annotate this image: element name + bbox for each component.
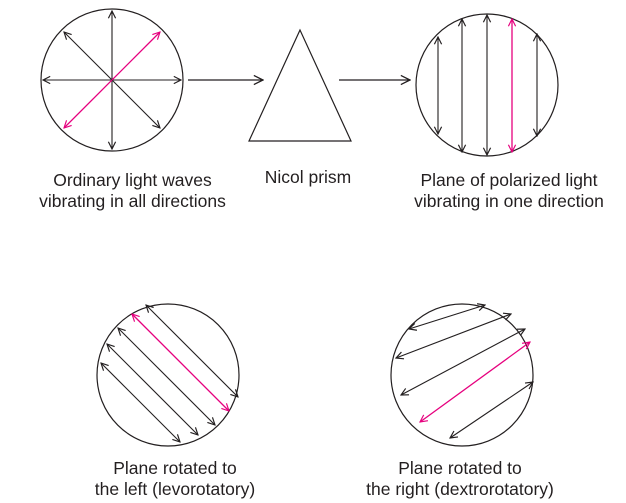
levorotatory-caption-line2: the left (levorotatory) xyxy=(70,479,280,500)
levo-line-highlighted xyxy=(132,314,229,411)
ordinary-light-caption: Ordinary light waves vibrating in all di… xyxy=(25,170,240,212)
nicol-prism-caption-line1: Nicol prism xyxy=(238,167,378,188)
ordinary-light-caption-line2: vibrating in all directions xyxy=(25,191,240,212)
polarized-light-caption-line2: vibrating in one direction xyxy=(392,191,626,212)
ordinary-light-circle xyxy=(41,9,183,151)
ordinary-light-caption-line1: Ordinary light waves xyxy=(25,170,240,191)
levorotatory-circle xyxy=(97,304,239,446)
dextro-line-highlighted xyxy=(420,342,530,422)
dextrorotatory-boundary xyxy=(391,304,533,446)
dextro-line-2 xyxy=(396,314,511,358)
levo-line-4 xyxy=(107,344,198,435)
polarized-light-circle xyxy=(416,14,558,156)
levo-line-1 xyxy=(146,305,238,397)
nicol-prism-triangle xyxy=(249,30,351,141)
polarized-light-caption-line1: Plane of polarized light xyxy=(392,170,626,191)
levo-line-5 xyxy=(101,363,180,442)
nicol-prism-caption: Nicol prism xyxy=(238,167,378,188)
dextrorotatory-caption-line1: Plane rotated to xyxy=(335,458,585,479)
levorotatory-boundary xyxy=(97,304,239,446)
dextro-line-3 xyxy=(401,329,525,395)
dextrorotatory-circle xyxy=(391,304,533,446)
levo-line-3 xyxy=(118,328,215,425)
levorotatory-caption: Plane rotated to the left (levorotatory) xyxy=(70,458,280,500)
levorotatory-caption-line1: Plane rotated to xyxy=(70,458,280,479)
dextrorotatory-caption-line2: the right (dextrorotatory) xyxy=(335,479,585,500)
dextrorotatory-caption: Plane rotated to the right (dextrorotato… xyxy=(335,458,585,500)
polarized-light-caption: Plane of polarized light vibrating in on… xyxy=(392,170,626,212)
